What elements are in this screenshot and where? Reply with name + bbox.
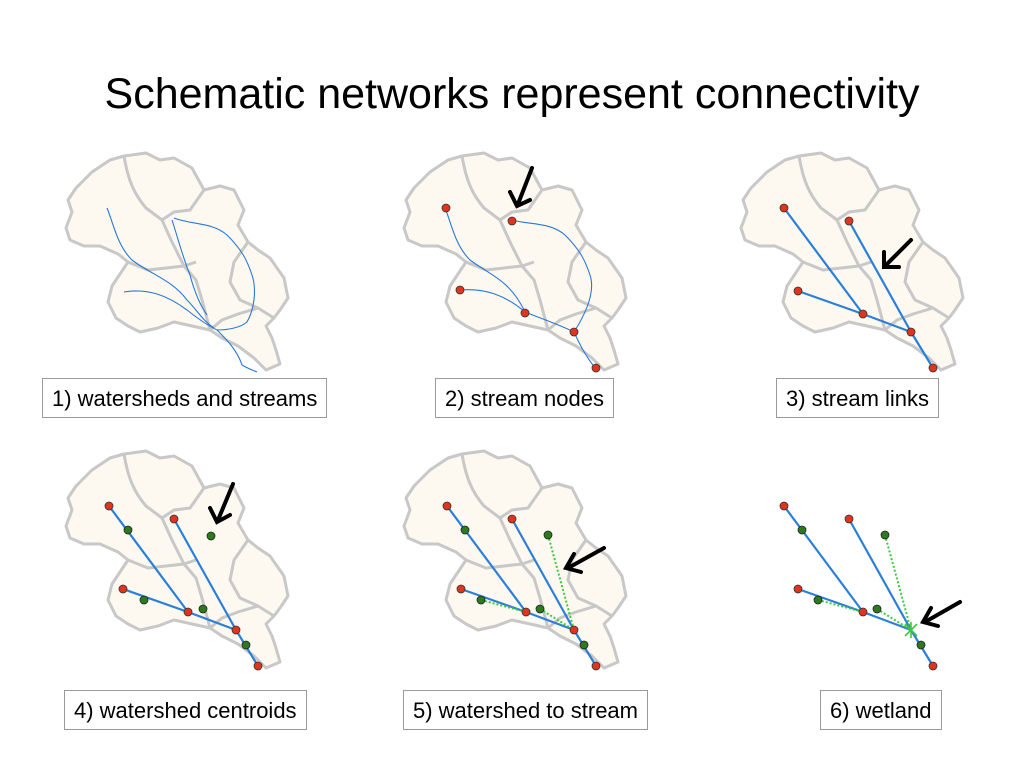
watershed-centroid — [198, 604, 208, 614]
wetland-icon — [904, 622, 918, 638]
stream-node — [844, 216, 854, 226]
caption-watershed-centroids: 4) watershed centroids — [64, 690, 307, 730]
stream-node — [104, 501, 114, 511]
stream-node — [858, 309, 868, 319]
stream-node — [169, 514, 179, 524]
stream-node — [906, 327, 916, 337]
stream-node — [455, 285, 465, 295]
stream-network — [106, 207, 258, 373]
watershed-centroid — [535, 604, 545, 614]
watershed-centroid — [579, 640, 589, 650]
arrow-icon — [562, 546, 606, 574]
watershed-centroid — [880, 530, 890, 540]
panel-stream-nodes — [402, 151, 628, 373]
watershed-centroid — [123, 525, 133, 535]
arrow-icon — [508, 166, 534, 209]
caption-stream-links: 3) stream links — [776, 378, 940, 418]
watershed-centroid — [916, 640, 926, 650]
panel-watersheds-and-streams — [64, 151, 290, 373]
panel-stream-links — [739, 151, 965, 373]
arrow-icon — [919, 600, 962, 628]
stream-node — [569, 327, 579, 337]
connector-group — [480, 534, 575, 631]
stream-node — [858, 607, 868, 617]
stream-node — [231, 625, 241, 635]
centroid-connector — [884, 534, 912, 631]
stream-link — [783, 207, 864, 315]
stream-node — [591, 363, 601, 373]
centroid-group — [123, 525, 251, 650]
centroid-connector — [547, 534, 575, 631]
stream-node — [183, 607, 193, 617]
stream-link — [848, 220, 912, 333]
watershed-centroid — [139, 595, 149, 605]
stream-node — [441, 203, 451, 213]
stream-node — [591, 661, 601, 671]
watershed-centroid — [241, 640, 251, 650]
stream-node — [779, 501, 789, 511]
stream-node — [793, 584, 803, 594]
caption-watersheds-and-streams: 1) watersheds and streams — [42, 378, 328, 418]
stream-node — [507, 514, 517, 524]
stream-node — [520, 308, 530, 318]
stream-link-group — [783, 207, 934, 369]
centroid-connector — [876, 608, 912, 631]
stream-node — [118, 584, 128, 594]
arrow-icon — [882, 238, 913, 269]
watershed-centroid — [543, 530, 553, 540]
stream-node — [442, 501, 452, 511]
watershed-centroid — [476, 595, 486, 605]
panel-wetland — [779, 501, 962, 671]
stream-node-group — [441, 203, 601, 373]
stream-link — [797, 289, 864, 316]
watershed-centroid — [872, 604, 882, 614]
watershed-centroid — [206, 531, 216, 541]
stream-node — [253, 661, 263, 671]
caption-wetland: 6) wetland — [820, 690, 942, 730]
stream-node — [928, 363, 938, 373]
arrow-icon — [208, 482, 235, 525]
stream-link — [910, 331, 934, 369]
stream-node — [507, 216, 517, 226]
slide-title: Schematic networks represent connectivit… — [104, 70, 920, 118]
stream-node — [456, 584, 466, 594]
stream-node — [569, 625, 579, 635]
stream-link — [862, 312, 912, 334]
stream-node — [844, 514, 854, 524]
panel-watershed-centroids — [64, 449, 290, 671]
watershed-centroid — [797, 525, 807, 535]
caption-stream-nodes: 2) stream nodes — [435, 378, 614, 418]
watershed-centroid — [813, 595, 823, 605]
stream-node — [521, 607, 531, 617]
caption-watershed-to-stream: 5) watershed to stream — [403, 690, 648, 730]
watershed-centroid — [460, 525, 470, 535]
centroid-connector — [539, 608, 575, 631]
stream-node — [793, 286, 803, 296]
stream-node — [779, 203, 789, 213]
watershed-map — [64, 151, 290, 372]
panel-watershed-to-stream — [402, 449, 628, 671]
stream-node — [928, 661, 938, 671]
